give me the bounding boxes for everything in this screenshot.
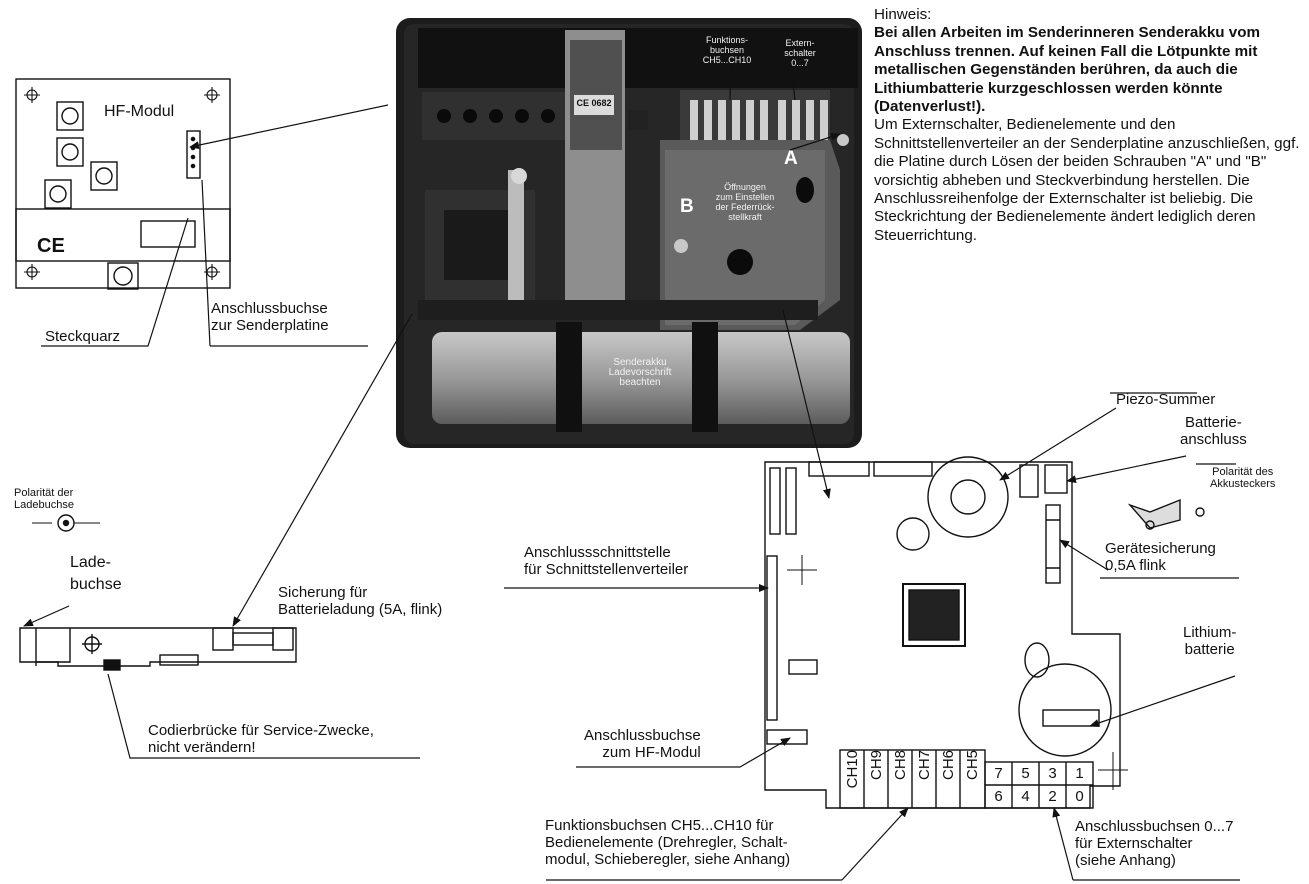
screw-marker-a: A — [784, 148, 798, 169]
charge-socket-label: Lade- buchse — [70, 554, 122, 593]
ext-socket-number: 1 — [1075, 765, 1084, 782]
photo-openings-label: Öffnungen zum Einstellen der Federrück- … — [715, 182, 775, 222]
photo-ce-sticker: CE 0682 — [576, 98, 612, 108]
channel-cell: CH10 — [840, 750, 864, 808]
charge-board-drawing — [19, 514, 297, 671]
coding-bridge-label: Codierbrücke für Service-Zwecke, nicht v… — [148, 722, 374, 756]
note-heading: Hinweis: — [874, 6, 932, 23]
hf-module-title: HF-Modul — [104, 103, 175, 120]
photo-function-sockets-label: Funktions- buchsen CH5...CH10 — [702, 35, 752, 65]
screw-marker-b: B — [680, 196, 694, 217]
channel-cell: CH8 — [888, 750, 912, 808]
channel-cell: CH5 — [960, 750, 984, 808]
device-fuse-label: Gerätesicherung 0,5A flink — [1105, 540, 1216, 574]
ext-socket-number: 7 — [994, 765, 1003, 782]
channel-label: CH10 — [843, 750, 861, 789]
leader-lines — [23, 55, 1240, 881]
note-block: Hinweis: Bei allen Arbeiten im Senderinn… — [874, 6, 1304, 245]
function-sockets-label: Funktionsbuchsen CH5...CH10 für Bedienel… — [545, 817, 791, 868]
main-board-drawing — [764, 456, 1205, 809]
piezo-label: Piezo-Summer — [1116, 391, 1216, 408]
ext-sockets-label: Anschlussbuchsen 0...7 für Externschalte… — [1075, 818, 1234, 869]
ext-socket-number: 2 — [1048, 788, 1057, 805]
lithium-battery-label: Lithium- batterie — [1183, 624, 1237, 658]
charge-fuse-label: Sicherung für Batterieladung (5A, flink) — [278, 584, 443, 618]
channel-label: CH5 — [963, 750, 981, 781]
ce-mark: CE — [37, 235, 65, 257]
ext-socket-number: 4 — [1021, 788, 1030, 805]
charge-polarity-label: Polarität der Ladebuchse — [14, 487, 74, 511]
channel-cell: CH7 — [912, 750, 936, 808]
battery-connector-label: Batterie- anschluss — [1180, 414, 1247, 448]
channel-label: CH7 — [915, 750, 933, 781]
note-warning: Bei allen Arbeiten im Senderinneren Send… — [874, 24, 1260, 116]
plug-polarity-label: Polarität des Akkusteckers — [1210, 466, 1276, 490]
channel-label: CH6 — [939, 750, 957, 781]
photo-battery-label: Senderakku Ladevorschrift beachten — [608, 357, 672, 388]
photo-ext-switch-label: Extern- schalter 0...7 — [784, 38, 816, 68]
ext-socket-number: 3 — [1048, 765, 1057, 782]
crystal-label: Steckquarz — [45, 328, 121, 345]
interface-label: Anschlussschnittstelle für Schnittstelle… — [524, 544, 689, 578]
ext-socket-number: 5 — [1021, 765, 1030, 782]
channel-label: CH8 — [891, 750, 909, 781]
channel-cell: CH9 — [864, 750, 888, 808]
channel-cell: CH6 — [936, 750, 960, 808]
channel-label: CH9 — [867, 750, 885, 781]
note-body: Um Externschalter, Bedienelemente und de… — [874, 116, 1300, 244]
socket-to-board-label: Anschlussbuchse zur Senderplatine — [211, 300, 329, 334]
ext-socket-number: 6 — [994, 788, 1003, 805]
transmitter-photo — [396, 18, 862, 448]
hf-module-drawing — [15, 78, 231, 290]
hf-socket-label: Anschlussbuchse zum HF-Modul — [584, 727, 701, 761]
ext-socket-number: 0 — [1075, 788, 1084, 805]
